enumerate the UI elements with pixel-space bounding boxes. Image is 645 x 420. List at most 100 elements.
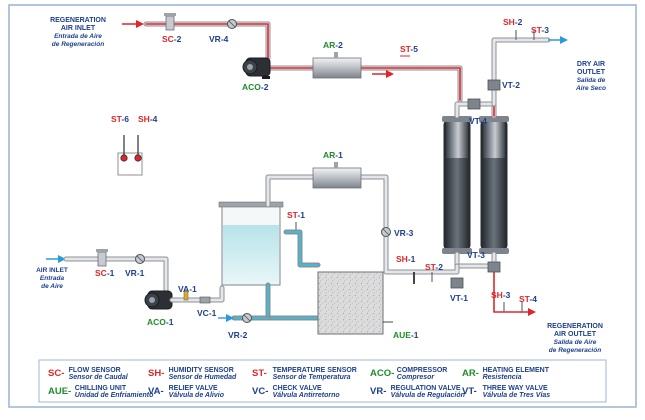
- tag-st5: ST-5: [400, 44, 418, 54]
- tag-aue1: AUE-1: [393, 330, 419, 340]
- chilling-unit-aue1: [317, 271, 393, 335]
- dry-outlet-line1: DRY AIR: [577, 61, 605, 68]
- legend-label-en: REGULATION VALVE: [391, 385, 461, 392]
- tag-vt4: VT-4: [469, 116, 487, 126]
- legend-label-en: COMPRESSOR: [397, 367, 448, 374]
- regen-outlet-line2: AIR OUTLET: [554, 331, 597, 338]
- legend-code: ACO-: [370, 368, 394, 379]
- tag-sc1: SC-1: [95, 268, 115, 278]
- tag-vt2: VT-2: [502, 80, 520, 90]
- legend-label-en: THREE WAY VALVE: [483, 385, 548, 392]
- legend-label-es: Unidad de Enfriamiento: [75, 392, 154, 399]
- regen-inlet-line3: Entrada de Aire: [54, 33, 102, 40]
- heating-element-ar1: [312, 162, 362, 189]
- column-left: [442, 116, 472, 254]
- legend-label-en: CHILLING UNIT: [75, 385, 127, 392]
- tag-sh1: SH-1: [396, 254, 416, 264]
- tag-vr3: VR-3: [394, 228, 414, 238]
- tag-sh4: SH-4: [138, 114, 158, 124]
- legend-code: ST-: [252, 368, 267, 379]
- legend-code: SH-: [148, 368, 164, 379]
- air-inlet-line1: AIR INLET: [36, 267, 68, 274]
- regen-outlet-line3: Salida de Aire: [554, 339, 597, 346]
- regulation-valve-vr1: [135, 254, 145, 264]
- legend-label-es: Resistencia: [483, 374, 522, 381]
- tag-aco1: ACO-1: [147, 317, 174, 327]
- diagram-frame: [8, 4, 637, 408]
- compressor-aco1: [144, 290, 173, 310]
- tag-st4: ST-4: [519, 294, 537, 304]
- legend-label-es: Válvula de Regulación: [391, 392, 465, 399]
- tag-vr1: VR-1: [125, 268, 145, 278]
- legend-label-en: TEMPERATURE SENSOR: [273, 367, 357, 374]
- legend-label-es: Compresor: [397, 374, 436, 381]
- tag-ar1: AR-1: [323, 150, 343, 160]
- tag-ar2: AR-2: [323, 40, 343, 50]
- legend-label-es: Sensor de Humedad: [169, 374, 237, 381]
- regulation-valve-vr3: [381, 227, 391, 237]
- regen-inlet-label: REGENERATION AIR INLET Entrada de Aire d…: [50, 17, 106, 48]
- regen-inlet-line2: AIR INLET: [61, 25, 96, 32]
- regulation-valve-vr2: [242, 313, 252, 323]
- tag-st1: ST-1: [287, 210, 305, 220]
- tag-vt3: VT-3: [467, 250, 485, 260]
- legend-box: [38, 359, 607, 403]
- legend-label-es: Válvula Antirretorno: [273, 392, 341, 399]
- column-right: [479, 116, 509, 254]
- tag-vr4: VR-4: [209, 34, 229, 44]
- legend-label-en: RELIEF VALVE: [169, 385, 218, 392]
- legend-label-es: Válvula de Tres Vías: [483, 392, 551, 399]
- regen-outlet-line1: REGENERATION: [547, 323, 603, 330]
- dry-outlet-line4: Aire Seco: [575, 85, 606, 92]
- ambient-sensor-box: [117, 135, 143, 176]
- tag-sh2: SH-2: [503, 17, 523, 27]
- legend-code: AR-: [462, 368, 479, 379]
- dry-air-outlet-label: DRY AIR OUTLET Salida de Aire Seco: [575, 61, 606, 92]
- tag-vc1: VC-1: [197, 308, 217, 318]
- legend-label-es: Sensor de Caudal: [69, 374, 129, 381]
- tag-st3: ST-3: [531, 25, 549, 35]
- legend-label-es: Sensor de Temperatura: [273, 374, 351, 381]
- tag-st2: ST-2: [425, 262, 443, 272]
- air-inlet-pipe: [63, 256, 169, 299]
- dry-air-outlet-pipe: [491, 37, 551, 107]
- tag-va1: VA-1: [178, 284, 197, 294]
- heating-element-ar2: [312, 52, 362, 79]
- flow-sensor-sc1: [96, 249, 108, 267]
- water-tank: [218, 201, 284, 286]
- compressor-aco2: [242, 57, 271, 79]
- legend-label-en: CHECK VALVE: [273, 385, 322, 392]
- legend-label-es: Válvula de Alivio: [169, 392, 225, 399]
- tag-vt1: VT-1: [450, 293, 468, 303]
- tag-st6: ST-6: [111, 114, 129, 124]
- tag-aco2: ACO-2: [242, 82, 269, 92]
- legend-code: VA-: [148, 386, 164, 397]
- regen-outlet-line4: de Regeneración: [549, 347, 601, 354]
- air-inlet-line3: de Aire: [41, 283, 63, 290]
- coolant-loop: [218, 229, 321, 322]
- check-valve-vc1: [199, 296, 211, 304]
- dry-outlet-line3: Salida de: [577, 77, 606, 84]
- regen-inlet-line1: REGENERATION: [50, 17, 106, 24]
- legend-label-en: HEATING ELEMENT: [483, 367, 550, 374]
- dry-outlet-line2: OUTLET: [577, 69, 606, 76]
- legend-label-en: FLOW SENSOR: [69, 367, 121, 374]
- legend-code: SC-: [48, 368, 64, 379]
- regen-inlet-line4: de Regeneración: [52, 41, 104, 48]
- legend-code: VT-: [462, 386, 477, 397]
- regen-outlet-label: REGENERATION AIR OUTLET Salida de Aire d…: [547, 323, 603, 354]
- legend-label-en: HUMIDITY SENSOR: [169, 367, 234, 374]
- flow-sensor-sc2: [164, 13, 176, 31]
- air-inlet-line2: Entrada: [40, 275, 65, 282]
- three-way-valve-vt4: [467, 98, 481, 110]
- tank-to-heater-pipe: [265, 174, 316, 208]
- tag-sh3: SH-3: [491, 290, 511, 300]
- regen-main-pipe: [267, 65, 463, 103]
- three-way-valve-vt2: [487, 79, 501, 91]
- tag-vr2: VR-2: [228, 330, 248, 340]
- tag-sc2: SC-2: [162, 34, 182, 44]
- legend-code: AUE-: [48, 386, 71, 397]
- three-way-valve-vt1: [450, 277, 464, 289]
